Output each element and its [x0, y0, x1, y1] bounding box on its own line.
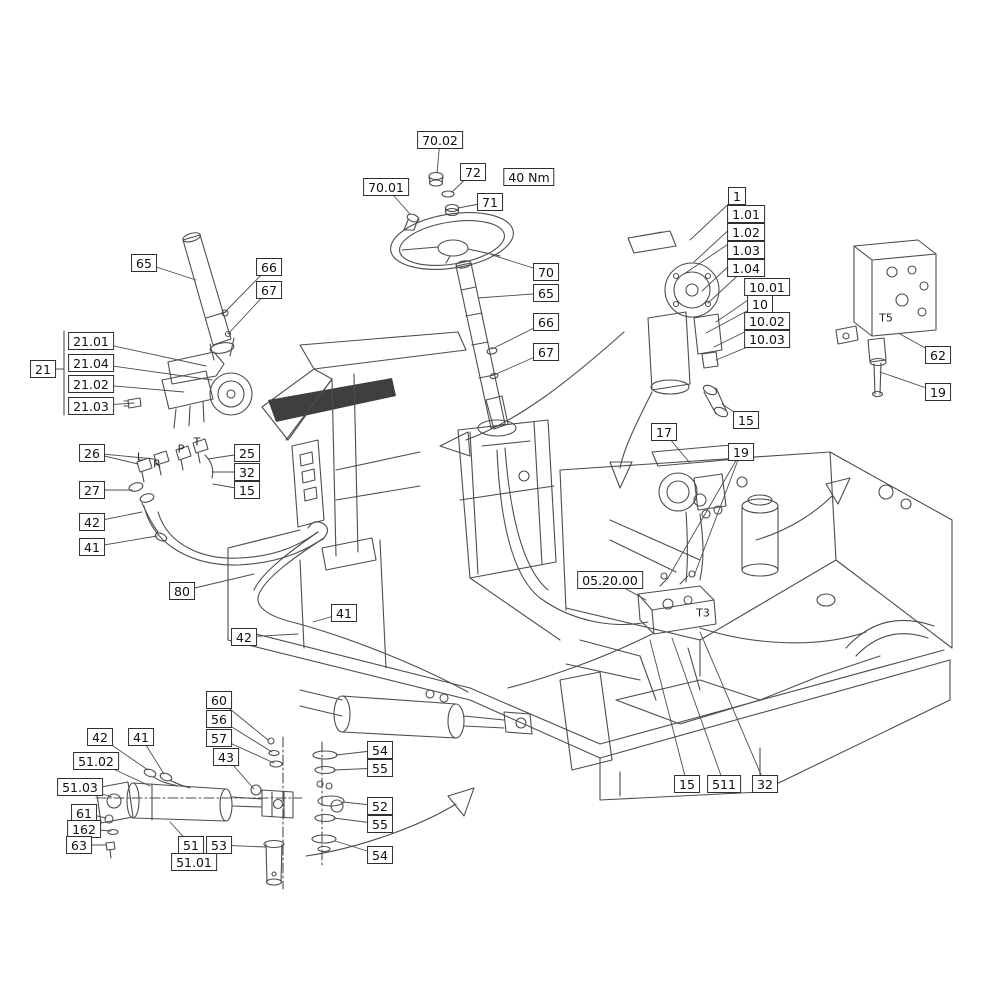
part-label-10: 10 — [747, 295, 773, 313]
flow-arrows — [305, 331, 851, 857]
column-tube — [182, 232, 235, 361]
part-label-43: 43 — [213, 748, 239, 766]
part-label-65: 65 — [533, 284, 559, 302]
part-label-67: 67 — [256, 281, 282, 299]
part-label-80: 80 — [169, 582, 195, 600]
part-label-42: 42 — [79, 513, 105, 531]
part-label-65: 65 — [131, 254, 157, 272]
part-label-21-02: 21.02 — [68, 375, 114, 393]
part-label-41: 41 — [331, 604, 357, 622]
port-label-t3: T3 — [696, 606, 710, 620]
part-label-15: 15 — [234, 481, 260, 499]
part-label-10-01: 10.01 — [744, 278, 790, 296]
part-label-10-03: 10.03 — [744, 330, 790, 348]
port-label-t: T — [193, 435, 201, 449]
part-label-63: 63 — [66, 836, 92, 854]
part-label-72: 72 — [460, 163, 486, 181]
part-label-51-02: 51.02 — [73, 752, 119, 770]
part-label-54: 54 — [367, 846, 393, 864]
part-label-162: 162 — [67, 820, 101, 838]
port-label-t5: T5 — [879, 311, 893, 325]
part-label-1-03: 1.03 — [727, 241, 765, 259]
part-label-66: 66 — [256, 258, 282, 276]
part-label-53: 53 — [206, 836, 232, 854]
part-label-21-01: 21.01 — [68, 332, 114, 350]
steering-motor-assembly — [627, 230, 729, 418]
part-label-21: 21 — [30, 360, 56, 378]
part-label-41: 41 — [79, 538, 105, 556]
part-label-62: 62 — [925, 346, 951, 364]
steering-valve-unit — [123, 351, 253, 429]
part-label-71: 71 — [477, 193, 503, 211]
part-label-55: 55 — [367, 759, 393, 777]
leader-lines — [78, 139, 939, 856]
part-label-1-04: 1.04 — [727, 259, 765, 277]
part-label-10-02: 10.02 — [744, 312, 790, 330]
label-bracket-21 — [54, 330, 65, 416]
part-label-17: 17 — [651, 423, 677, 441]
part-label-40-nm: 40 Nm — [503, 168, 555, 186]
part-label-42: 42 — [231, 628, 257, 646]
part-label-52: 52 — [367, 797, 393, 815]
part-label-51: 51 — [178, 836, 204, 854]
part-label-1-02: 1.02 — [727, 223, 765, 241]
column-top-parts — [403, 171, 460, 231]
part-label-26: 26 — [79, 444, 105, 462]
part-label-1: 1 — [728, 187, 746, 205]
part-label-51-03: 51.03 — [57, 778, 103, 796]
cowl-panel — [261, 331, 467, 441]
part-label-60: 60 — [206, 691, 232, 709]
part-label-32: 32 — [234, 463, 260, 481]
centerlines — [95, 736, 323, 890]
hydraulic-hoses — [143, 447, 867, 693]
part-label-57: 57 — [206, 729, 232, 747]
part-label-66: 66 — [533, 313, 559, 331]
part-label-56: 56 — [206, 710, 232, 728]
chassis-frame — [227, 451, 953, 801]
part-label-32: 32 — [752, 775, 778, 793]
part-label-19: 19 — [728, 443, 754, 461]
part-label-15: 15 — [733, 411, 759, 429]
part-label-15: 15 — [674, 775, 700, 793]
part-label-70: 70 — [533, 263, 559, 281]
part-label-21-04: 21.04 — [68, 354, 114, 372]
part-label-41: 41 — [128, 728, 154, 746]
part-label-67: 67 — [533, 343, 559, 361]
steering-column — [455, 260, 509, 430]
part-label-25: 25 — [234, 444, 260, 462]
part-label-511: 511 — [707, 775, 741, 793]
part-label-70-01: 70.01 — [363, 178, 409, 196]
part-label-1-01: 1.01 — [727, 205, 765, 223]
part-label-21-03: 21.03 — [68, 397, 114, 415]
part-label-05-20-00: 05.20.00 — [577, 571, 643, 589]
console-tower — [457, 419, 557, 579]
port-label-p: P — [177, 442, 185, 456]
part-label-27: 27 — [79, 481, 105, 499]
part-label-51-01: 51.01 — [171, 853, 217, 871]
hose-fittings — [128, 438, 214, 542]
part-label-42: 42 — [87, 728, 113, 746]
remote-valve-block — [835, 239, 937, 398]
part-label-19: 19 — [925, 383, 951, 401]
part-label-54: 54 — [367, 741, 393, 759]
part-label-70-02: 70.02 — [417, 131, 463, 149]
column-support-bracket — [291, 373, 421, 571]
pump-filter-assembly — [637, 443, 779, 635]
port-label-l: L — [136, 450, 144, 464]
part-label-55: 55 — [367, 815, 393, 833]
port-label-r: R — [153, 457, 161, 471]
installed-cylinder — [299, 689, 533, 739]
